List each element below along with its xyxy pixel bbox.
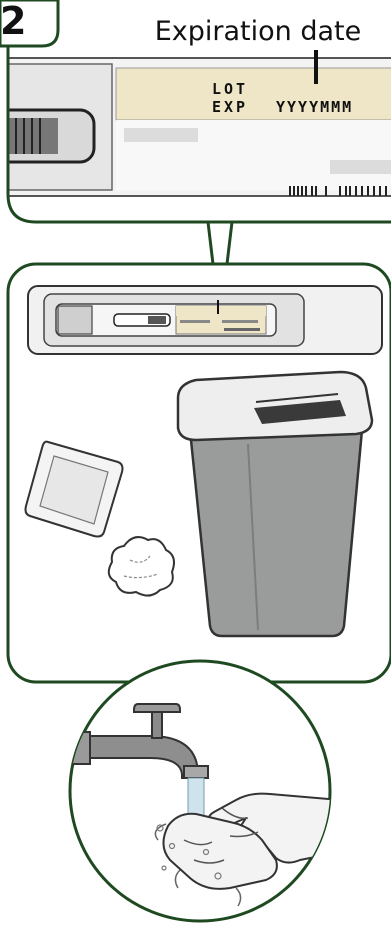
injection-pen-icon [28, 286, 382, 354]
callout-title: Expiration date [155, 16, 362, 47]
lot-label: LOT [212, 80, 248, 98]
hand-washing-panel [70, 661, 340, 921]
pen-window-icon [0, 110, 94, 162]
sharps-bin-icon [178, 372, 372, 636]
step-badge: 2 [0, 0, 58, 46]
step-number: 2 [0, 0, 26, 43]
exp-format: YYYYMMM [276, 98, 353, 116]
exp-label: EXP [212, 98, 248, 116]
expiration-callout-panel: 2 Expiration date LOT EXP YYYYMMM [0, 0, 391, 222]
supplies-panel [8, 264, 391, 682]
